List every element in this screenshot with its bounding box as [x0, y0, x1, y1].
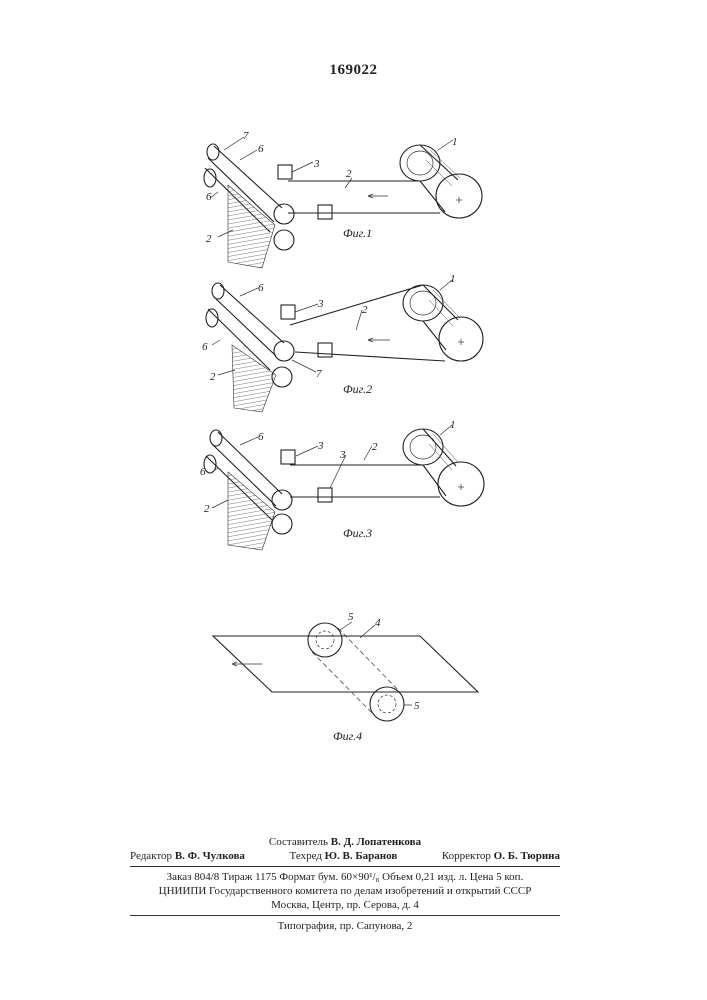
fig4-caption: Фиг.4: [333, 729, 362, 743]
compiler-prefix: Составитель: [269, 836, 328, 848]
techred: Техред Ю. В. Баранов: [290, 849, 398, 863]
fig2-label-3: 3: [317, 298, 324, 310]
techred-name: Ю. В. Баранов: [325, 850, 398, 862]
fig3-caption: Фиг.3: [343, 526, 372, 540]
printing-line: Типография, пр. Сапунова, 2: [130, 919, 560, 933]
fig3-label-1: 1: [450, 419, 456, 431]
corrector-prefix: Корректор: [442, 850, 491, 862]
figure-4: 5 4 5 Фиг.4: [213, 611, 478, 743]
fig3-label-6b: 6: [200, 466, 206, 478]
fig2-label-1: 1: [450, 273, 456, 285]
corrector: Корректор О. Б. Тюрина: [442, 849, 560, 863]
fig2-label-2b: 2: [210, 371, 216, 383]
staff-line: Редактор В. Ф. Чулкова Техред Ю. В. Бара…: [130, 849, 560, 863]
colophon: Составитель В. Д. Лопатенкова Редактор В…: [130, 835, 560, 933]
compiler-name: В. Д. Лопатенкова: [331, 836, 421, 848]
corrector-name: О. Б. Тюрина: [494, 850, 560, 862]
fig2-caption: Фиг.2: [343, 382, 372, 396]
fig1-label-7: 7: [243, 130, 249, 142]
feed-roll-1: [403, 429, 484, 506]
divider: [130, 915, 560, 916]
figure-3: 6 3 2 1 3 6 2 Фиг.3: [200, 419, 484, 550]
order-line: Заказ 804/8 Тираж 1175 Формат бум. 60×90…: [130, 870, 560, 884]
fig2-label-6: 6: [258, 282, 264, 294]
fig1-label-2b: 2: [206, 233, 212, 245]
fig1-label-6: 6: [258, 143, 264, 155]
patent-drawings: 7 6 3 2 1 6 2 Фиг.1: [0, 0, 707, 820]
fig3-label-2b: 2: [204, 503, 210, 515]
figure-1: 7 6 3 2 1 6 2 Фиг.1: [204, 130, 482, 268]
fig1-label-1: 1: [452, 136, 458, 148]
fig2-label-6b: 6: [202, 341, 208, 353]
fig2-label-7: 7: [316, 368, 322, 380]
address-line: Москва, Центр, пр. Серова, д. 4: [130, 898, 560, 912]
fig3-label-6: 6: [258, 431, 264, 443]
editor: Редактор В. Ф. Чулкова: [130, 849, 245, 863]
fig4-label-5b: 5: [414, 700, 420, 712]
fig1-label-3: 3: [313, 158, 320, 170]
fig2-label-2: 2: [362, 304, 368, 316]
divider: [130, 866, 560, 867]
fig1-label-6b: 6: [206, 191, 212, 203]
feed-roll-1: [403, 285, 483, 361]
fig4-label-5: 5: [348, 611, 354, 623]
editor-prefix: Редактор: [130, 850, 172, 862]
fig1-caption: Фиг.1: [343, 226, 372, 240]
figure-2: 6 3 2 1 6 2 7 Фиг.2: [202, 273, 483, 412]
fig3-label-3b: 3: [339, 449, 346, 461]
fig1-label-2: 2: [346, 168, 352, 180]
fig3-label-3: 3: [317, 440, 324, 452]
fig3-label-2: 2: [372, 441, 378, 453]
editor-name: В. Ф. Чулкова: [175, 850, 245, 862]
techred-prefix: Техред: [290, 850, 322, 862]
compiler-line: Составитель В. Д. Лопатенкова: [130, 835, 560, 849]
fig4-label-4: 4: [375, 617, 381, 629]
org-line: ЦНИИПИ Государственного комитета по дела…: [130, 884, 560, 898]
